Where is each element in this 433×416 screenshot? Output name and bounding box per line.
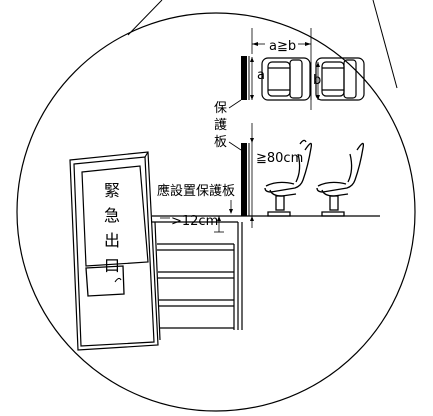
exit-label-char-3: 出 [104, 231, 120, 250]
leader-top [228, 99, 242, 109]
label-a-ge-b: a≧b [269, 39, 296, 54]
exit-label-char-2: 急 [104, 206, 120, 225]
label-ge-80cm: ≧80cm [256, 151, 303, 166]
guard-label-char-2: 護 [214, 117, 227, 133]
leader-bottom [228, 141, 242, 151]
exit-label-char-4: 口 [104, 256, 120, 275]
exit-label-char-1: 緊 [104, 181, 120, 200]
guard-label-char-3: 板 [214, 135, 227, 150]
label-b: b [313, 73, 321, 88]
guard-label-char-1: 保 [214, 101, 227, 116]
magnifier-circle [16, 12, 416, 412]
label-gt-12cm: >12cm [171, 214, 218, 229]
install-label-bg [157, 178, 239, 200]
seat-plan-2 [315, 57, 365, 101]
label-a: a [257, 68, 265, 83]
callout-line-left [127, 0, 163, 36]
guard-board-elevation [241, 143, 247, 216]
seat-elevation-2 [316, 142, 365, 217]
callout-line-right [372, 0, 398, 89]
emergency-exit-door [69, 151, 159, 351]
seat-plan-1 [261, 57, 311, 101]
guard-board-plan [241, 56, 247, 100]
seat-elevation-1 [264, 139, 313, 217]
stairs [152, 215, 247, 341]
plan-view: a≧b a b [241, 28, 365, 110]
label-should-install: 應設置保護板 [157, 183, 235, 199]
elevation-view: ≧80cm [241, 123, 380, 228]
